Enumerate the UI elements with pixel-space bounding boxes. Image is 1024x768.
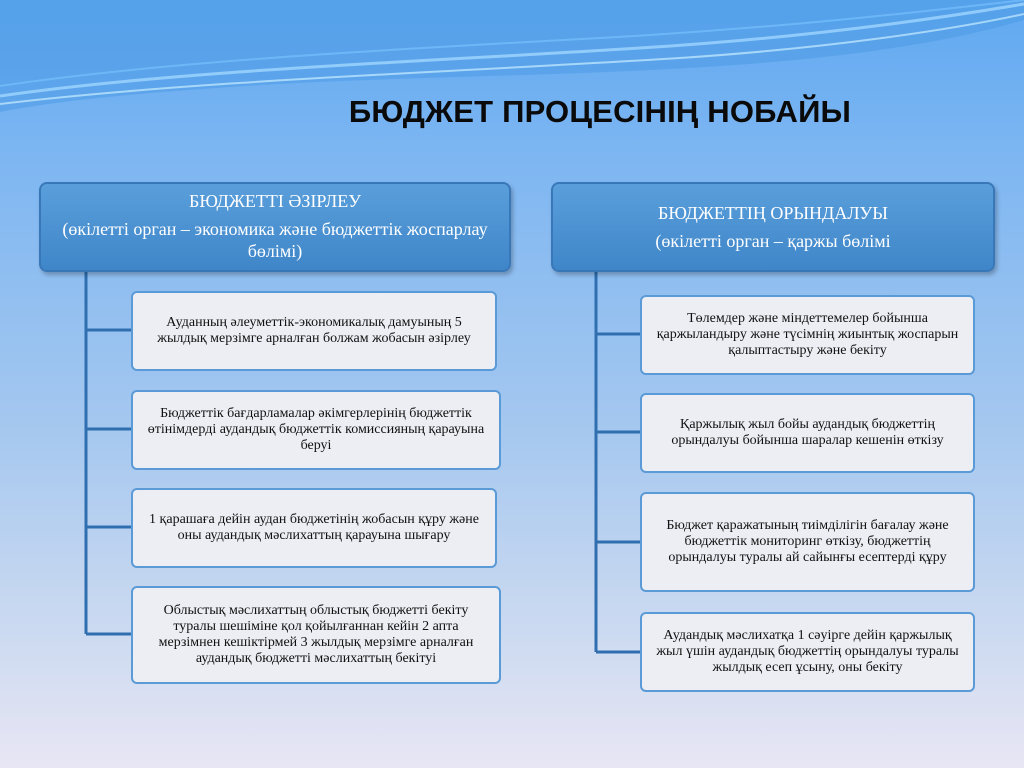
budget-execution-subtitle: (өкілетті орган – қаржы бөлімі xyxy=(655,231,891,251)
preparation-step-2-text: Бюджеттік бағдарламалар әкімгерлерінің б… xyxy=(147,406,485,453)
execution-step-1-text: Төлемдер және міндеттемелер бойынша қарж… xyxy=(656,311,959,358)
execution-step-2: Қаржылық жыл бойы аудандық бюджеттің оры… xyxy=(640,393,975,473)
preparation-step-1-text: Ауданның әлеуметтік-экономикалық дамуыны… xyxy=(157,315,471,346)
budget-preparation-title: БЮДЖЕТТІ ӘЗІРЛЕУ xyxy=(189,191,361,211)
preparation-step-1: Ауданның әлеуметтік-экономикалық дамуыны… xyxy=(131,291,497,371)
budget-preparation-header: БЮДЖЕТТІ ӘЗІРЛЕУ (өкілетті орган – эконо… xyxy=(39,182,511,272)
execution-step-4: Аудандық мәслихатқа 1 сәуірге дейін қарж… xyxy=(640,612,975,692)
execution-step-4-text: Аудандық мәслихатқа 1 сәуірге дейін қарж… xyxy=(656,628,959,675)
execution-step-3: Бюджет қаражатының тиімділігін бағалау ж… xyxy=(640,492,975,592)
preparation-step-3-text: 1 қарашаға дейін аудан бюджетінің жобасы… xyxy=(149,512,479,543)
execution-step-1: Төлемдер және міндеттемелер бойынша қарж… xyxy=(640,295,975,375)
preparation-step-3: 1 қарашаға дейін аудан бюджетінің жобасы… xyxy=(131,488,497,568)
budget-preparation-subtitle: (өкілетті орган – экономика және бюджетт… xyxy=(62,219,488,261)
execution-step-3-text: Бюджет қаражатының тиімділігін бағалау ж… xyxy=(666,518,949,565)
preparation-step-2: Бюджеттік бағдарламалар әкімгерлерінің б… xyxy=(131,390,501,470)
execution-step-2-text: Қаржылық жыл бойы аудандық бюджеттің оры… xyxy=(671,417,944,448)
budget-execution-header: БЮДЖЕТТІҢ ОРЫНДАЛУЫ (өкілетті орган – қа… xyxy=(551,182,995,272)
preparation-step-4: Облыстық мәслихаттың облыстық бюджетті б… xyxy=(131,586,501,684)
page-title: БЮДЖЕТ ПРОЦЕСІНІҢ НОБАЙЫ xyxy=(348,94,852,129)
decorative-waves xyxy=(0,0,1024,112)
preparation-step-4-text: Облыстық мәслихаттың облыстық бюджетті б… xyxy=(158,603,474,666)
budget-execution-title: БЮДЖЕТТІҢ ОРЫНДАЛУЫ xyxy=(657,203,888,223)
